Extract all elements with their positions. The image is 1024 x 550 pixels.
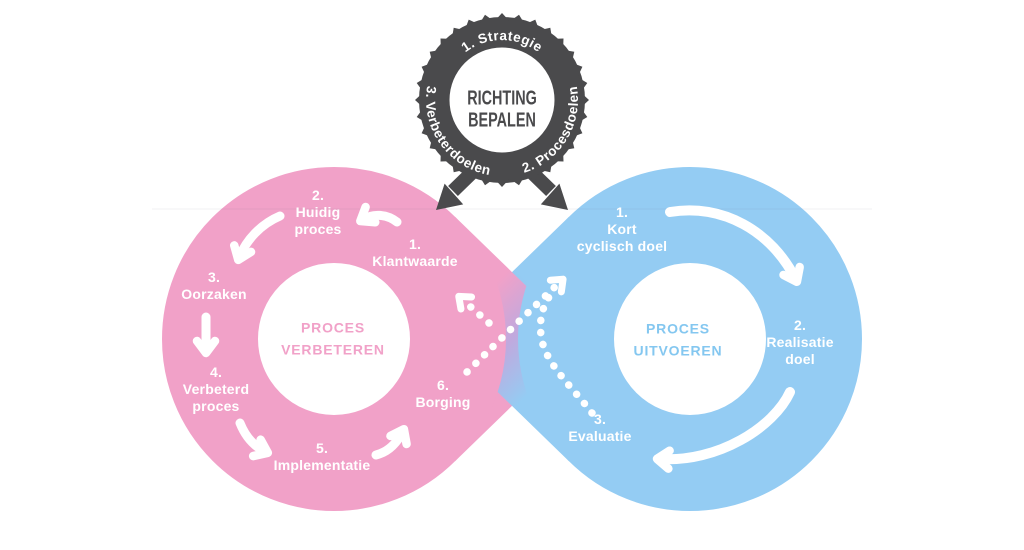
improve-step-implementatie: 5. Implementatie	[273, 440, 371, 473]
improve-step-klantwaarde: 1. Klantwaarde	[372, 236, 458, 269]
execute-step-realisatie-doel: 2. Realisatie doel	[766, 316, 834, 367]
improve-step-verbeterd-proces: 4. Verbeterd proces	[182, 363, 250, 414]
improve-step-oorzaken: 3. Oorzaken	[181, 269, 247, 302]
execute-loop-title: PROCES UITVOEREN	[633, 320, 723, 358]
dotted-trail-evaluatie-icon	[536, 286, 596, 417]
execute-step-kort-cyclisch-doel: 1. Kort cyclisch doel	[576, 203, 668, 254]
arrow-huidig-to-oorzaken-icon	[229, 211, 285, 265]
richting-bepalen-badge: 1. Strategie 3. Verbeterdoelen 2. Proces…	[415, 13, 589, 210]
arrow-klantwaarde-to-huidig-icon	[356, 202, 402, 227]
dotted-arrow-to-klantwaarde-icon	[455, 292, 493, 327]
badge-inner-disc	[449, 47, 555, 153]
arrow-verbeterd-to-implementatie-icon	[235, 418, 273, 461]
badge-ribbon-right-arrowhead-icon	[540, 183, 568, 210]
dotted-connectors	[455, 275, 596, 417]
arrow-implementatie-to-borging-icon	[371, 424, 411, 460]
arrow-realisatie-to-evaluatie-icon	[652, 387, 795, 473]
arrow-kort-to-realisatie-icon	[665, 205, 804, 287]
improve-loop-title: PROCES VERBETEREN	[281, 319, 385, 357]
execute-step-evaluatie: 3. Evaluatie	[568, 411, 632, 444]
execute-loop-arrows	[652, 205, 804, 473]
improve-step-borging: 6. Borging	[415, 377, 471, 410]
badge-ribbon-left-arrowhead-icon	[436, 183, 464, 210]
improve-loop-arrows	[192, 202, 411, 461]
dotted-arrow-borging-to-kort-icon	[463, 275, 567, 376]
badge-title: RICHTING BEPALEN	[467, 87, 537, 132]
improve-step-huidig-proces: 2. Huidig proces	[294, 186, 342, 237]
